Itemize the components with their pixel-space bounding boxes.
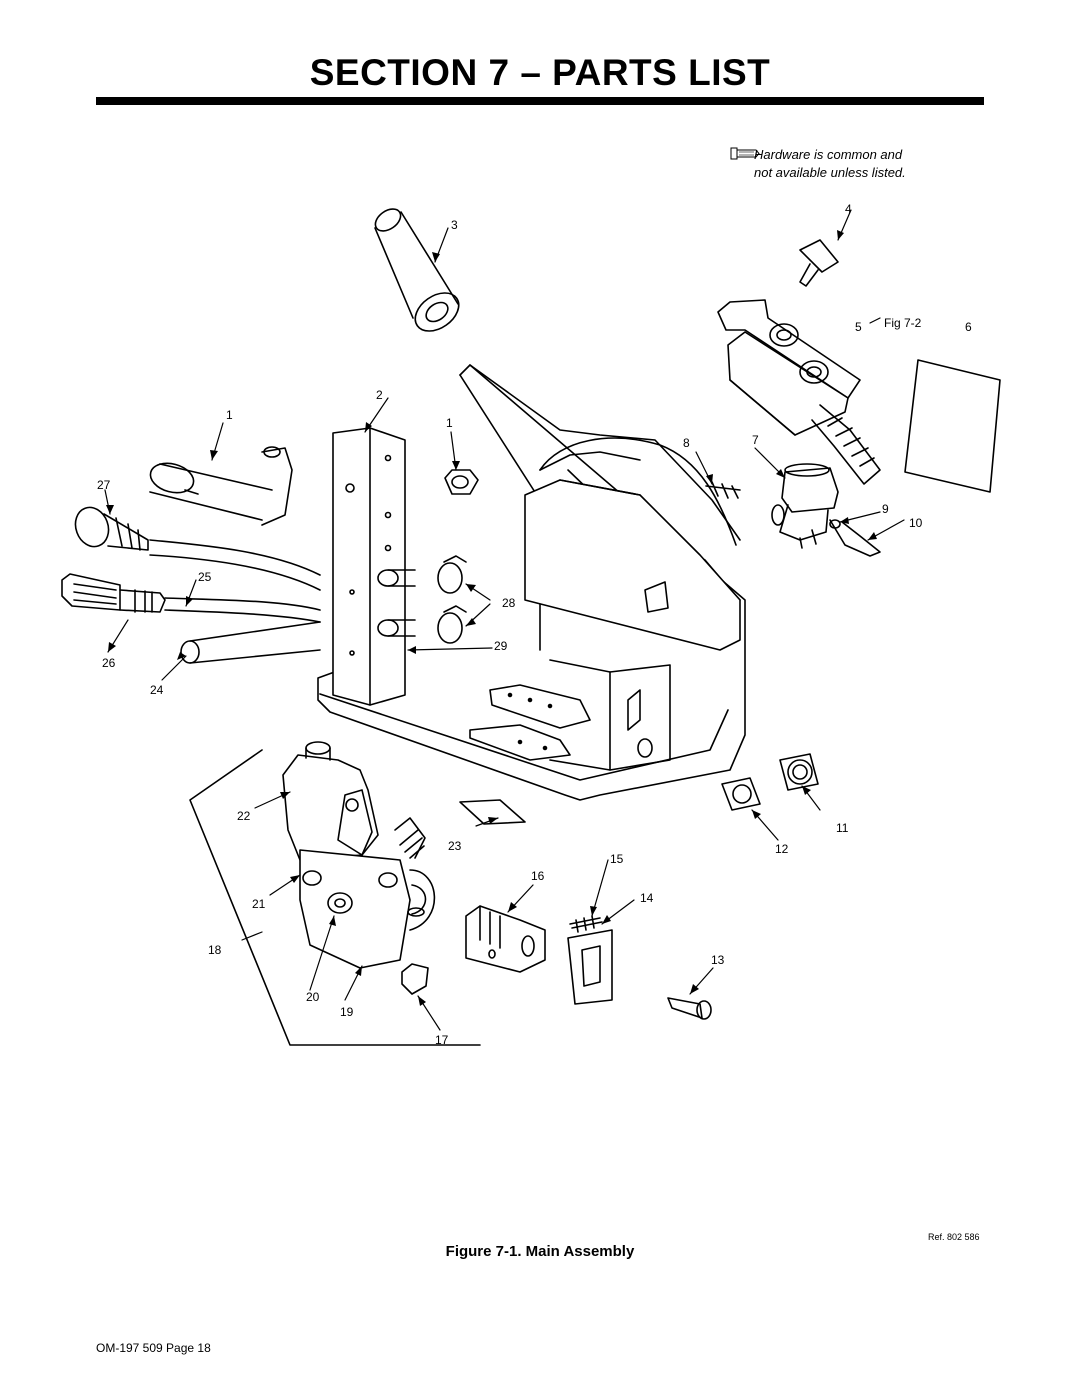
callout-21: 21 [252, 897, 266, 911]
part-control-box [717, 299, 881, 485]
callout-17: 17 [435, 1033, 449, 1047]
part-upright-post [332, 427, 416, 706]
callout-22: 22 [237, 809, 251, 823]
callout-24: 24 [150, 683, 164, 697]
part-cable-assembly [74, 506, 321, 591]
callout-10: 10 [909, 516, 923, 530]
callout-29: 29 [494, 639, 508, 653]
reference-number: Ref. 802 586 [928, 1232, 980, 1242]
part-gasket-plate [567, 929, 613, 1005]
pencil-note-icon [730, 147, 760, 160]
part-connector-block [465, 905, 546, 973]
callout-14: 14 [640, 891, 654, 905]
title-rule [96, 97, 984, 105]
callout-25: 25 [198, 570, 212, 584]
part-hose [829, 519, 881, 557]
part-enclosure [524, 479, 741, 771]
part-receptacle [721, 777, 761, 811]
part-small-bracket [401, 963, 429, 995]
part-threaded-stud [569, 915, 603, 933]
part-label-small [459, 799, 526, 825]
callout-26: 26 [102, 656, 116, 670]
part-fitting [705, 481, 741, 499]
part-knob [799, 239, 839, 287]
callout-13: 13 [711, 953, 725, 967]
callout-5: 5 [855, 320, 862, 334]
figure-caption: Figure 7-1. Main Assembly [445, 1243, 635, 1260]
page-footer: OM-197 509 Page 18 [96, 1341, 211, 1355]
callout-28: 28 [502, 596, 516, 610]
callout-23: 23 [448, 839, 462, 853]
callout-1-right: 1 [446, 416, 453, 430]
callout-20: 20 [306, 990, 320, 1004]
leader-arrowheads [106, 230, 877, 1006]
callout-7: 7 [752, 433, 759, 447]
part-base-plate [469, 684, 591, 761]
part-spool-hub [149, 446, 293, 526]
note-line-1: Hardware is common and [754, 147, 903, 162]
callout-12: 12 [775, 842, 789, 856]
note-line-2: not available unless listed. [754, 165, 906, 180]
part-bushings [437, 555, 467, 644]
callout-19: 19 [340, 1005, 354, 1019]
callout-1-left: 1 [226, 408, 233, 422]
part-label-sheet [904, 359, 1001, 493]
callout-27: 27 [97, 478, 111, 492]
part-nut [444, 469, 479, 495]
part-pin [667, 997, 712, 1020]
part-multipin-receptacle [779, 753, 819, 791]
callout-16: 16 [531, 869, 545, 883]
callout-2: 2 [376, 388, 383, 402]
callout-4: 4 [845, 202, 852, 216]
callout-5-figure-ref: Fig 7-2 [884, 316, 922, 330]
part-tube-handle [180, 621, 321, 664]
callout-9: 9 [882, 502, 889, 516]
callout-3: 3 [451, 218, 458, 232]
callout-6: 6 [965, 320, 972, 334]
callout-11: 11 [836, 821, 849, 835]
callout-8: 8 [683, 436, 690, 450]
part-drive-assembly-bracket [189, 749, 481, 1046]
callout-15: 15 [610, 852, 624, 866]
part-drive-roll-assembly [299, 789, 436, 969]
part-gun-connector [61, 573, 321, 623]
part-sleeve-tube [374, 208, 460, 332]
callout-18: 18 [208, 943, 222, 957]
part-gas-valve [771, 463, 839, 549]
section-title: SECTION 7 – PARTS LIST [309, 52, 771, 93]
